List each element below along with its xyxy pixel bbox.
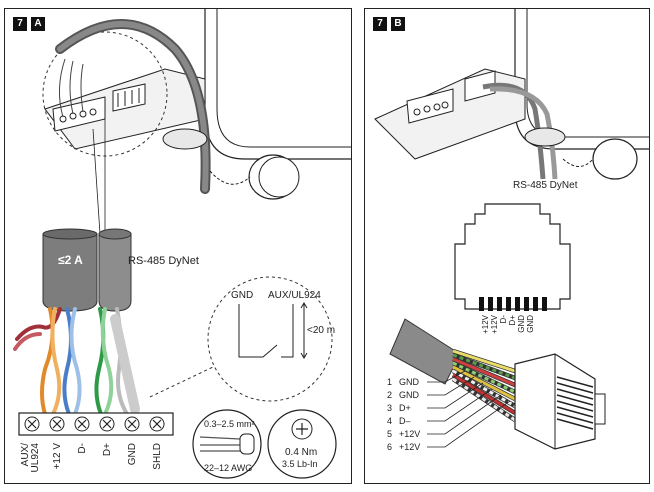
- rj45-pin-label: +12V: [490, 314, 499, 334]
- shield-drain: [110, 314, 140, 414]
- rj45-pin: [497, 297, 502, 311]
- terminal-screws: [24, 416, 165, 432]
- rj45-pin: [533, 297, 538, 311]
- detail-length-label: <20 m: [307, 325, 335, 336]
- wire-name: GND: [399, 390, 420, 400]
- dynet-cable-1: [482, 82, 546, 180]
- rj45-pin-label: +12V: [481, 314, 490, 334]
- rj45-pin-label: GND: [517, 315, 526, 333]
- terminal-label: AUX/: [20, 443, 31, 467]
- knockout-plug: [592, 138, 638, 180]
- plug-wire: [452, 349, 516, 373]
- torque-circle: [267, 409, 337, 479]
- terminal-screw-icon: [149, 416, 165, 432]
- wire-name: +12V: [399, 429, 420, 439]
- rj45-pin-label: GND: [526, 315, 535, 333]
- step-letter: A: [31, 17, 45, 31]
- twisted-wires: [13, 307, 129, 416]
- rj45-pins: [479, 297, 547, 311]
- step-badge-b: 7 B: [373, 17, 405, 31]
- bus-label-b: RS-485 DyNet: [513, 180, 578, 191]
- wire-number: 4: [387, 416, 392, 426]
- circuit-board: [374, 68, 526, 160]
- terminal-screw-icon: [124, 416, 140, 432]
- step-number: 7: [13, 17, 27, 31]
- rj45-pin: [488, 297, 493, 311]
- enclosure-outline: [204, 9, 351, 160]
- wire-number: 6: [387, 442, 392, 452]
- wire-number: 1: [387, 377, 392, 387]
- terminal-screw-icon: [99, 416, 115, 432]
- step-number: 7: [373, 17, 387, 31]
- step-badge-a: 7 A: [13, 17, 45, 31]
- terminal-screw-icon: [24, 416, 40, 432]
- plug-contact: [556, 382, 594, 394]
- detail-gnd-label: GND: [231, 290, 253, 301]
- cat-cable: [389, 318, 461, 385]
- main-cables: [42, 228, 132, 312]
- bus-label-a: RS-485 DyNet: [128, 255, 199, 267]
- plug-contact: [556, 400, 594, 412]
- torque-icon: [291, 418, 313, 440]
- plug-contact: [556, 418, 594, 430]
- wire-name: D+: [399, 403, 411, 413]
- rj45-pin-label: D-: [499, 315, 508, 324]
- terminal-screw-icon: [49, 416, 65, 432]
- rj45-pin: [515, 297, 520, 311]
- rj45-pin: [524, 297, 529, 311]
- rj45-pin: [542, 297, 547, 311]
- plug-contact: [556, 406, 594, 418]
- wire-area-label: 0.3–2.5 mm²: [204, 419, 255, 429]
- terminal-label: GND: [127, 443, 138, 465]
- rj45-pin-label: D+: [508, 315, 517, 326]
- torque-lbin-label: 3.5 Lb-In: [282, 459, 318, 469]
- dynet-cable-2: [489, 86, 558, 180]
- panel-a: 7 A: [4, 8, 352, 484]
- plug-contact: [556, 412, 594, 424]
- terminal-label: D+: [102, 443, 113, 456]
- plug-wire: [452, 369, 516, 408]
- terminal-label: D-: [77, 443, 88, 454]
- plug-contact: [556, 376, 594, 388]
- rj45-pin: [479, 297, 484, 311]
- terminal-label: UL924: [30, 443, 41, 473]
- wire-number: 5: [387, 429, 392, 439]
- wire-name: D–: [399, 416, 411, 426]
- wire-number: 2: [387, 390, 392, 400]
- step-letter: B: [391, 17, 405, 31]
- rj45-socket-front: [454, 203, 571, 310]
- plug-wire: [452, 357, 516, 387]
- wire-name: +12V: [399, 442, 420, 452]
- terminal-label: SHLD: [152, 443, 163, 470]
- terminal-labels: AUX/UL924 +12 V D- D+ GND SHLD: [20, 443, 163, 473]
- plug-contact: [556, 388, 594, 400]
- rj45-pin: [506, 297, 511, 311]
- wire-number: 3: [387, 403, 392, 413]
- board-rj45-socket: [464, 70, 496, 102]
- switch-symbol: [238, 304, 294, 358]
- circuit-board: [44, 68, 206, 150]
- terminal-label: +12 V: [52, 443, 63, 470]
- plug-contacts: [556, 376, 594, 430]
- wire-spec-circle: [192, 409, 262, 479]
- plug-contact: [556, 394, 594, 406]
- wiring-diagram-a: ≤2 A RS-485 DyNet AUX/UL924 +12 V D- D+ GND S…: [13, 9, 351, 479]
- rj45-plug: [514, 353, 606, 450]
- wire-gauge-label: 22–12 AWG: [204, 463, 252, 473]
- stripped-wire-icon: [199, 433, 255, 455]
- detail-aux-label: AUX/UL924: [268, 290, 321, 301]
- terminal-screw-icon: [74, 416, 90, 432]
- plug-wire: [452, 361, 516, 394]
- torque-nm-label: 0.4 Nm: [285, 447, 317, 458]
- wire-name: GND: [399, 377, 420, 387]
- current-label: ≤2 A: [58, 253, 83, 267]
- plug-wire: [452, 377, 516, 422]
